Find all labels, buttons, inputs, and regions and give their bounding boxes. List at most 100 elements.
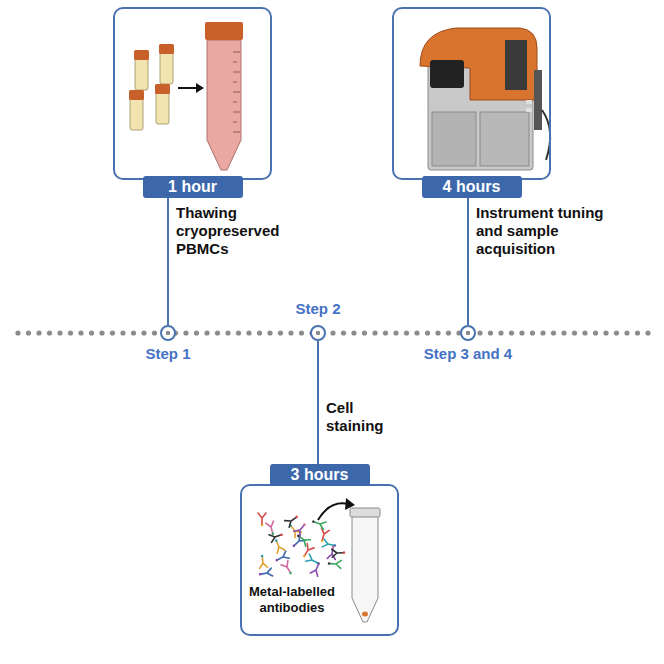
timeline-dot (540, 330, 545, 335)
timeline-dot (246, 330, 251, 335)
step-panel: 3 hoursMetal-labelled antibodies (240, 484, 399, 636)
step-description: Cell staining (326, 399, 406, 435)
cryovials (129, 44, 174, 130)
transfer-arrow (178, 83, 204, 93)
timeline-dot (236, 330, 241, 335)
timeline-dot (435, 330, 440, 335)
antibody (322, 539, 337, 550)
timeline-dot (446, 330, 451, 335)
antibody (290, 535, 305, 550)
timeline-dot (141, 330, 146, 335)
timeline-dot (593, 330, 598, 335)
antibody (332, 549, 346, 558)
timeline-dot (530, 330, 535, 335)
step-panel: 1 hour (113, 7, 272, 180)
antibody (258, 513, 266, 526)
antibody (269, 531, 284, 543)
timeline-dot (351, 330, 356, 335)
timeline-dot (414, 330, 419, 335)
timeline-dot (561, 330, 566, 335)
timeline-dot (383, 330, 388, 335)
step-label: Step 1 (145, 345, 190, 363)
timeline-dot (341, 330, 346, 335)
timeline-dot (120, 330, 125, 335)
timeline-dot (572, 330, 577, 335)
timeline-dot (131, 330, 136, 335)
antibody (258, 568, 273, 578)
graduation-mark (233, 122, 237, 123)
graduation-mark (233, 52, 240, 53)
graduation-mark (233, 92, 240, 93)
timeline-dot (47, 330, 52, 335)
duration-tab: 4 hours (422, 176, 522, 198)
graduation-mark (233, 102, 237, 103)
connector-line (467, 198, 469, 325)
timeline-dot (299, 330, 304, 335)
antibody (300, 544, 314, 560)
timeline-dot (603, 330, 608, 335)
graduation-mark (233, 132, 240, 133)
timeline-dot (215, 330, 220, 335)
antibody (294, 521, 309, 536)
timeline-dot (477, 330, 482, 335)
antibody (285, 513, 300, 527)
timeline-dot (267, 330, 272, 335)
antibody (318, 528, 329, 543)
timeline-dot (110, 330, 115, 335)
timeline-dot (89, 330, 94, 335)
antibody (327, 559, 341, 568)
step-label: Step 2 (295, 300, 340, 318)
duration-tab: 1 hour (143, 176, 243, 198)
timeline-dot (225, 330, 230, 335)
step-panel: 4 hours (392, 7, 551, 180)
timeline-dot (645, 330, 650, 335)
timeline-dot (183, 330, 188, 335)
timeline-dot (498, 330, 503, 335)
staining-tube (350, 508, 380, 622)
step-description: Thawing cryopreserved PBMCs (176, 204, 298, 258)
timeline-dot (393, 330, 398, 335)
timeline-dot (519, 330, 524, 335)
timeline-dot (194, 330, 199, 335)
step-label: Step 3 and 4 (424, 345, 512, 363)
antibody (281, 561, 295, 577)
timeline-dot (372, 330, 377, 335)
timeline-dot (204, 330, 209, 335)
graduation-mark (233, 82, 237, 83)
timeline-marker: Step 1 (160, 325, 176, 341)
timeline-dot (288, 330, 293, 335)
curved-arrow (318, 498, 355, 520)
timeline-dot (624, 330, 629, 335)
timeline-marker: Step 2 (310, 325, 326, 341)
timeline-dot (488, 330, 493, 335)
timeline-dot (551, 330, 556, 335)
timeline-marker: Step 3 and 4 (460, 325, 476, 341)
antibody (266, 521, 277, 536)
timeline-dot (78, 330, 83, 335)
dotted-timeline (15, 330, 650, 335)
timeline-dot (635, 330, 640, 335)
graduation-mark (233, 62, 237, 63)
timeline-dot (68, 330, 73, 335)
antibodies (258, 513, 345, 579)
step-description: Instrument tuning and sample acquisition (476, 204, 628, 258)
connector-line (167, 198, 169, 325)
antibody (258, 554, 268, 568)
antibody (295, 532, 310, 546)
timeline-dot (362, 330, 367, 335)
timeline-dot (425, 330, 430, 335)
duration-tab: 3 hours (270, 464, 370, 486)
timeline-dot (330, 330, 335, 335)
timeline-dot (36, 330, 41, 335)
antibody (306, 554, 321, 567)
illustration-caption: Metal-labelled antibodies (244, 584, 340, 616)
conical-tube (205, 22, 243, 170)
antibody (274, 551, 289, 564)
timeline-dot (257, 330, 262, 335)
timeline-dot (99, 330, 104, 335)
timeline-dot (152, 330, 157, 335)
timeline-dot (404, 330, 409, 335)
